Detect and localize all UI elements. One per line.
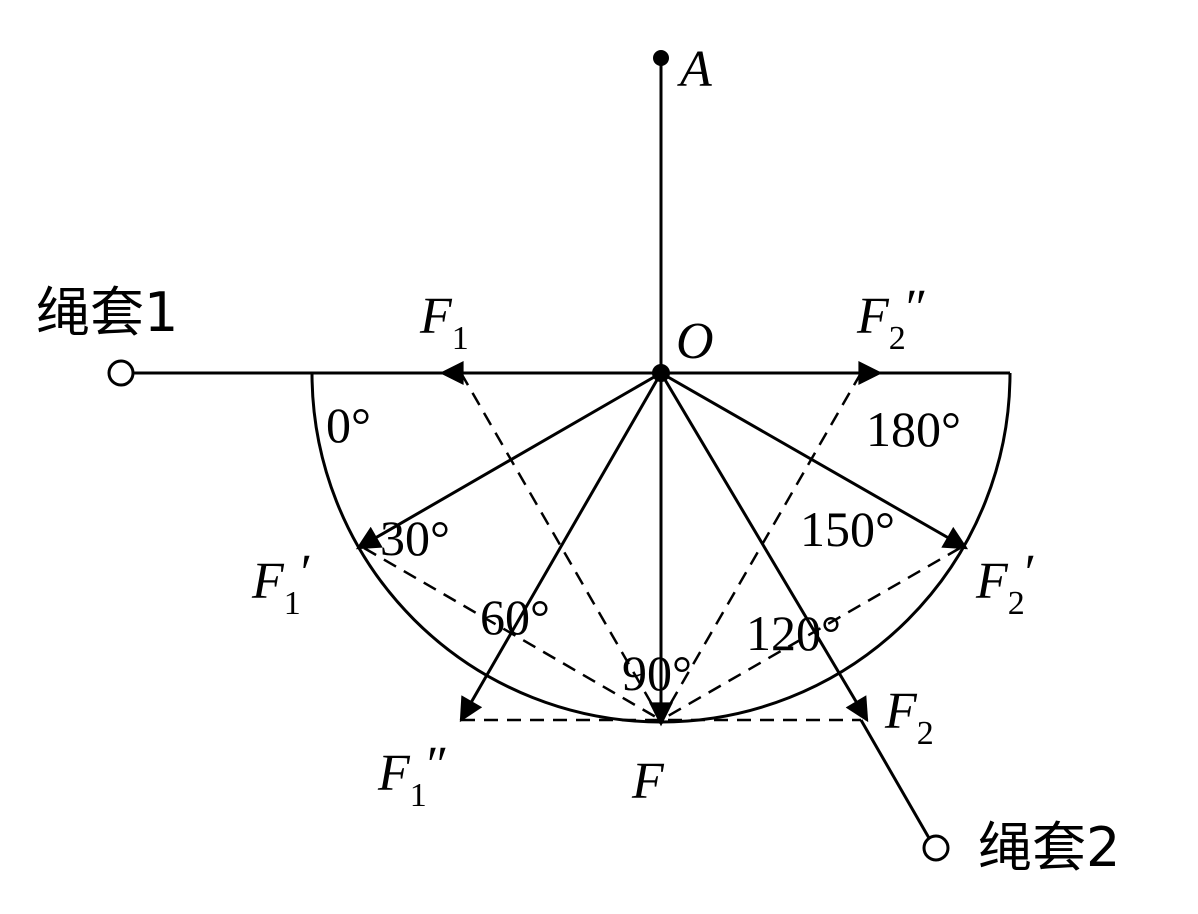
angle-90: 90° — [622, 645, 692, 701]
label-F1p: F1′ — [251, 545, 312, 622]
dashed-lines — [363, 372, 961, 722]
force-arrows — [355, 361, 969, 727]
label-F: F — [631, 753, 665, 810]
label-F1pp: F1″ — [377, 737, 448, 814]
rope2-ring — [922, 834, 950, 862]
point-O — [652, 364, 670, 382]
angle-150: 150° — [800, 501, 895, 557]
label-rope2: 绳套2 — [978, 816, 1120, 879]
angle-30: 30° — [380, 510, 450, 566]
arrow-F2 — [659, 372, 869, 723]
angle-120: 120° — [746, 605, 841, 661]
label-rope1: 绳套1 — [36, 281, 178, 344]
arrow-F1pp — [459, 372, 663, 723]
label-O: O — [676, 313, 714, 370]
angle-60: 60° — [480, 589, 550, 645]
label-F2pp: F2″ — [856, 280, 927, 357]
point-A — [653, 50, 669, 66]
label-F1: F1 — [419, 288, 469, 357]
label-F2p: F2′ — [975, 545, 1036, 622]
angle-180: 180° — [866, 401, 961, 457]
angle-0: 0° — [326, 397, 371, 453]
rope1-ring — [107, 359, 135, 387]
line-rope2 — [859, 719, 935, 846]
arrow-F2p — [660, 371, 969, 550]
label-F2: F2 — [884, 683, 934, 752]
arrow-F1p — [355, 371, 662, 550]
label-A: A — [677, 41, 712, 98]
